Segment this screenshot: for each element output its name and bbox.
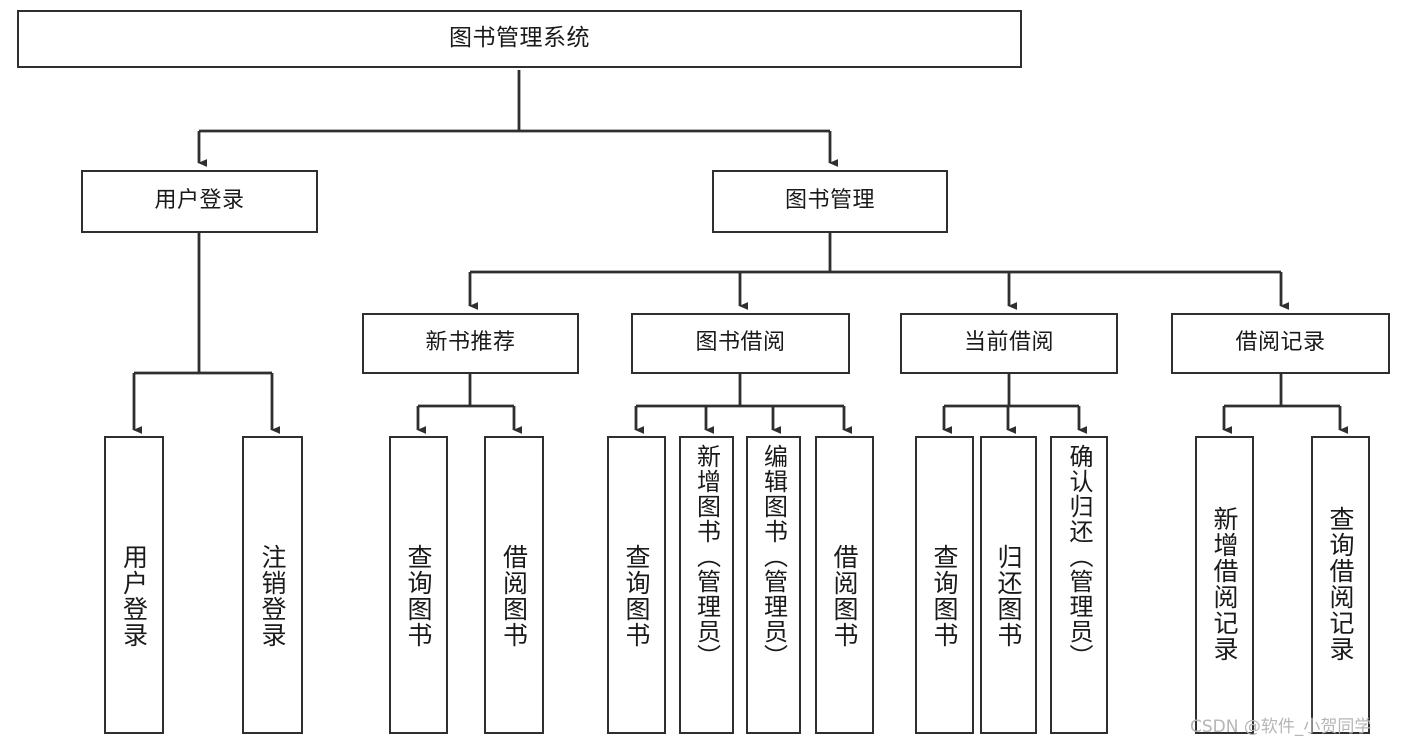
node-leaf-query-book-1[interactable]: 查询图书: [389, 436, 448, 734]
node-leaf-query-book-3-label: 查询图书: [930, 544, 959, 648]
node-leaf-add-book-label: 新增图书（管理员）: [692, 444, 721, 669]
node-root[interactable]: 图书管理系统: [17, 10, 1022, 68]
node-leaf-user-login[interactable]: 用户登录: [104, 436, 164, 734]
node-book-borrow[interactable]: 图书借阅: [631, 313, 850, 374]
node-leaf-query-book-2-label: 查询图书: [622, 544, 651, 648]
node-leaf-query-record-label: 查询借阅记录: [1326, 506, 1355, 662]
node-leaf-add-record-label: 新增借阅记录: [1210, 506, 1239, 662]
node-leaf-borrow-book-1[interactable]: 借阅图书: [484, 436, 544, 734]
node-leaf-add-book[interactable]: 新增图书（管理员）: [679, 436, 734, 734]
node-leaf-logout[interactable]: 注销登录: [242, 436, 303, 734]
node-leaf-borrow-book-2-label: 借阅图书: [830, 544, 859, 648]
node-leaf-confirm-return[interactable]: 确认归还（管理员）: [1050, 436, 1108, 734]
node-user-login-label: 用户登录: [154, 188, 245, 214]
node-borrow-record[interactable]: 借阅记录: [1171, 313, 1390, 374]
node-leaf-return-book-label: 归还图书: [994, 544, 1023, 648]
node-new-book-recommend[interactable]: 新书推荐: [362, 313, 579, 374]
node-leaf-query-book-3[interactable]: 查询图书: [915, 436, 974, 734]
node-leaf-logout-label: 注销登录: [258, 544, 287, 648]
node-leaf-edit-book[interactable]: 编辑图书（管理员）: [746, 436, 801, 734]
node-current-borrow[interactable]: 当前借阅: [900, 313, 1118, 374]
node-leaf-query-book-2[interactable]: 查询图书: [607, 436, 666, 734]
node-leaf-borrow-book-2[interactable]: 借阅图书: [815, 436, 874, 734]
node-leaf-query-book-1-label: 查询图书: [404, 544, 433, 648]
node-new-book-recommend-label: 新书推荐: [425, 330, 516, 356]
node-leaf-borrow-book-1-label: 借阅图书: [499, 544, 529, 648]
node-borrow-record-label: 借阅记录: [1235, 330, 1326, 356]
node-root-label: 图书管理系统: [449, 25, 590, 52]
node-book-management-label: 图书管理: [784, 188, 875, 214]
node-user-login[interactable]: 用户登录: [81, 170, 318, 233]
node-book-management[interactable]: 图书管理: [712, 170, 948, 233]
node-leaf-return-book[interactable]: 归还图书: [980, 436, 1037, 734]
node-leaf-add-record[interactable]: 新增借阅记录: [1195, 436, 1254, 734]
node-book-borrow-label: 图书借阅: [695, 330, 786, 356]
node-leaf-edit-book-label: 编辑图书（管理员）: [759, 444, 788, 669]
node-leaf-query-record[interactable]: 查询借阅记录: [1311, 436, 1370, 734]
node-current-borrow-label: 当前借阅: [963, 330, 1054, 356]
node-leaf-user-login-label: 用户登录: [119, 544, 149, 648]
node-leaf-confirm-return-label: 确认归还（管理员）: [1065, 444, 1093, 669]
